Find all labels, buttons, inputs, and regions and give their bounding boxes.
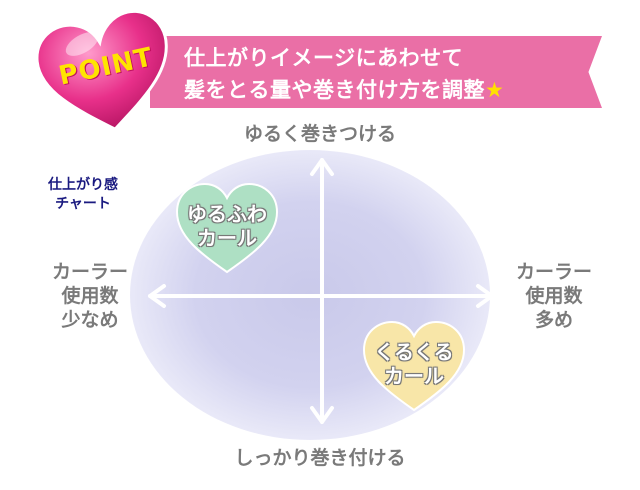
quadrant-label-yurufuwa-line-1: ゆるふわ	[187, 202, 267, 226]
chart-title: 仕上がり感 チャート	[28, 176, 138, 214]
quadrant-label-kurukuru-line-1: くるくる	[374, 340, 454, 364]
yellow-heart-icon	[362, 320, 466, 412]
axis-label-top: ゆるく巻きつける	[243, 123, 396, 145]
right-label-line-1: カーラー	[515, 261, 592, 283]
quadrant-label-kurukuru-line-2: カール	[384, 364, 444, 388]
left-label-line-1: カーラー	[51, 261, 128, 283]
chart-title-line-2: チャート	[55, 196, 111, 212]
quadrant-label-yurufuwa-line-2: カール	[197, 226, 257, 250]
axis-label-bottom: しっかり巻き付ける	[234, 447, 406, 469]
axis-label-left: カーラー 使用数 少なめ	[30, 260, 150, 332]
green-heart-icon	[175, 182, 279, 274]
arrow-up-icon	[310, 158, 334, 176]
star-icon: ★	[485, 78, 505, 102]
arrow-left-icon	[148, 284, 166, 308]
header-line-2-text: 髪をとる量や巻き付け方を調整	[184, 78, 485, 102]
left-label-line-2: 使用数	[61, 285, 119, 307]
axis-label-right: カーラー 使用数 多め	[494, 260, 614, 332]
header-line-1: 仕上がりイメージにあわせて	[184, 46, 464, 70]
right-label-line-3: 多め	[534, 309, 573, 331]
left-label-line-3: 少なめ	[61, 309, 119, 331]
header-banner: 仕上がりイメージにあわせて 髪をとる量や巻き付け方を調整★	[150, 36, 602, 108]
chart-title-line-1: 仕上がり感	[48, 177, 118, 193]
quadrant-label-kurukuru: くるくる カール	[358, 340, 470, 388]
chart-axes	[148, 158, 494, 424]
right-label-line-2: 使用数	[525, 285, 583, 307]
arrow-right-icon	[476, 284, 494, 308]
point-heart-icon	[35, 9, 168, 131]
arrow-down-icon	[310, 406, 334, 424]
quadrant-label-yurufuwa: ゆるふわ カール	[171, 202, 283, 250]
header-line-2: 髪をとる量や巻き付け方を調整★	[184, 74, 504, 104]
